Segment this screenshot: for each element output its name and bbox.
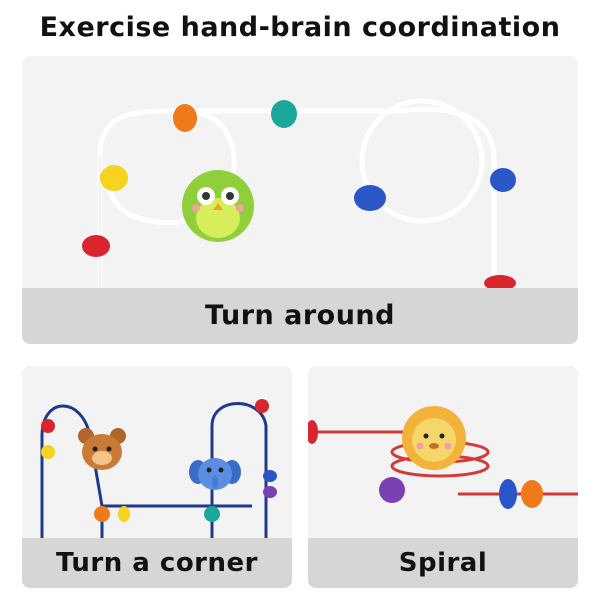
turn-a-corner-illustration (40, 399, 277, 538)
bear-bead-icon (78, 428, 126, 470)
yellow-bead (100, 165, 128, 191)
turn-around-illustration (82, 98, 516, 288)
blue-bead (354, 185, 386, 211)
panel-turn-around: Turn around (22, 56, 578, 344)
caption-turn-around: Turn around (22, 288, 578, 344)
elephant-bead-icon (189, 458, 241, 490)
owl-bead-icon (182, 170, 254, 242)
orange-bead (173, 104, 197, 132)
panel-turn-a-corner: Turn a corner (22, 366, 292, 588)
blue-bead (490, 168, 516, 192)
red-bead (82, 235, 110, 257)
spiral-illustration (308, 406, 578, 509)
red-bead (484, 275, 516, 288)
teal-bead (271, 100, 297, 128)
caption-spiral: Spiral (308, 538, 578, 588)
lion-bead-icon (402, 406, 466, 470)
panel-spiral: Spiral (308, 366, 578, 588)
page-title: Exercise hand-brain coordination (39, 12, 561, 43)
caption-turn-a-corner: Turn a corner (22, 538, 292, 588)
